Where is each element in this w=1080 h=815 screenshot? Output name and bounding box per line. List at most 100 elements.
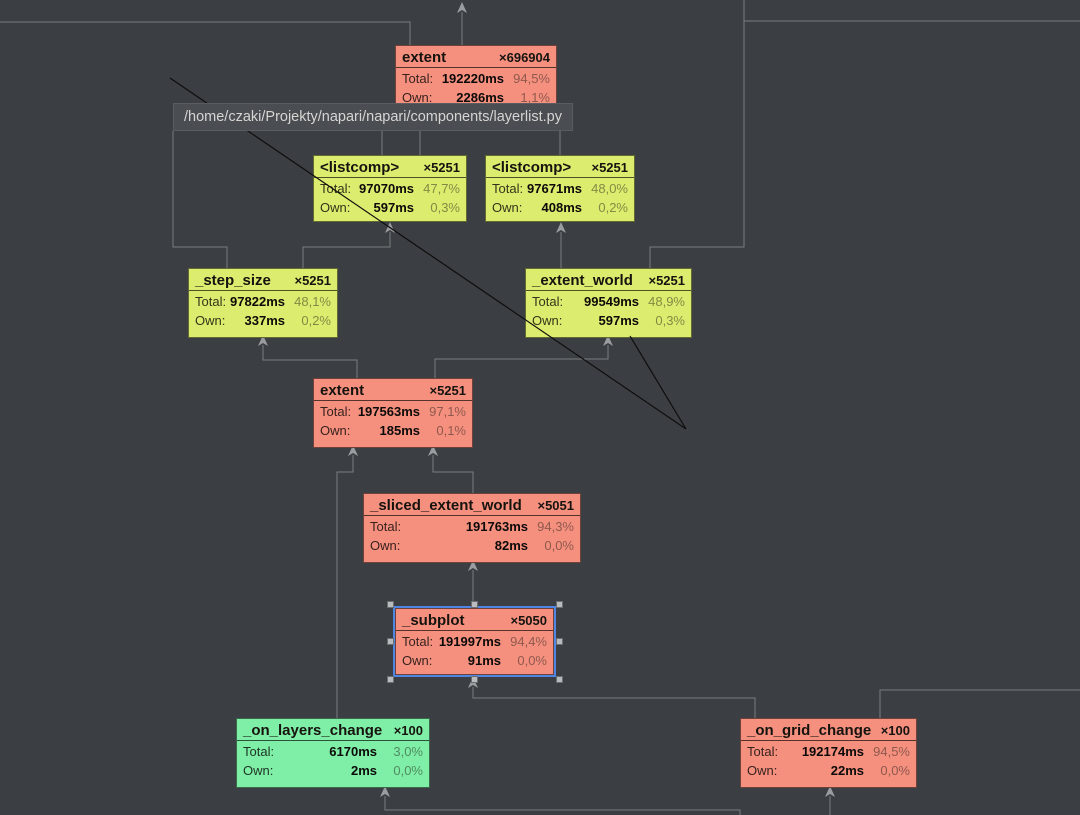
total-percent: 3,0% xyxy=(393,744,423,759)
own-percent: 0,0% xyxy=(880,763,910,778)
call-count: ×696904 xyxy=(499,50,550,65)
node-header: <listcomp>×5251 xyxy=(486,156,634,178)
call-count: ×5050 xyxy=(510,613,547,628)
own-label: Own: xyxy=(320,423,351,438)
total-percent: 94,3% xyxy=(537,519,574,534)
own-label: Own: xyxy=(243,763,274,778)
selection-handle[interactable] xyxy=(386,600,394,608)
total-time: 192220ms xyxy=(441,71,504,86)
total-percent: 97,1% xyxy=(429,404,466,419)
total-time: 97822ms xyxy=(230,294,285,309)
total-label: Total: xyxy=(370,519,402,534)
selection-handle[interactable] xyxy=(386,638,394,645)
function-name: _on_layers_change xyxy=(243,722,383,739)
total-percent: 48,1% xyxy=(294,294,331,309)
own-row: Own: 337ms 0,2% xyxy=(189,310,337,329)
function-name: <listcomp> xyxy=(492,159,572,176)
file-path-tooltip: /home/czaki/Projekty/napari/napari/compo… xyxy=(173,103,573,131)
total-label: Total: xyxy=(532,294,564,309)
node-header: _extent_world×5251 xyxy=(526,269,691,291)
own-time: 597ms xyxy=(373,200,414,215)
selection-handle[interactable] xyxy=(386,675,394,683)
total-label: Total: xyxy=(402,71,434,86)
node-header: extent ×5251 xyxy=(314,379,472,401)
total-percent: 94,5% xyxy=(513,71,550,86)
own-time: 2ms xyxy=(350,763,377,778)
call-count: ×100 xyxy=(880,723,910,738)
total-time: 197563ms xyxy=(357,404,420,419)
function-name: <listcomp> xyxy=(320,159,400,176)
node-header: extent ×696904 xyxy=(396,46,556,68)
total-time: 97671ms xyxy=(527,181,582,196)
own-time: 408ms xyxy=(541,200,582,215)
total-time: 99549ms xyxy=(584,294,639,309)
own-percent: 0,2% xyxy=(301,313,331,328)
own-percent: 0,0% xyxy=(517,653,547,668)
selection-handle[interactable] xyxy=(555,675,563,683)
function-name: _subplot xyxy=(402,612,465,629)
total-label: Total: xyxy=(320,181,352,196)
total-row: Total: 192220ms 94,5% xyxy=(396,68,556,87)
total-label: Total: xyxy=(402,634,434,649)
own-time: 22ms xyxy=(830,763,864,778)
total-time: 191763ms xyxy=(465,519,528,534)
own-percent: 0,0% xyxy=(544,538,574,553)
total-percent: 47,7% xyxy=(423,181,460,196)
own-row: Own: 408ms 0,2% xyxy=(486,197,634,216)
total-percent: 48,0% xyxy=(591,181,628,196)
own-percent: 0,3% xyxy=(655,313,685,328)
own-label: Own: xyxy=(402,653,433,668)
function-name: extent xyxy=(320,382,365,399)
function-name: _extent_world xyxy=(532,272,633,289)
own-label: Own: xyxy=(370,538,401,553)
total-row: Total: 99549ms 48,9% xyxy=(526,291,691,310)
call-count: ×100 xyxy=(393,723,423,738)
total-time: 192174ms xyxy=(801,744,864,759)
own-label: Own: xyxy=(492,200,523,215)
own-time: 337ms xyxy=(244,313,285,328)
selection-handle[interactable] xyxy=(555,600,563,608)
total-percent: 94,4% xyxy=(510,634,547,649)
selection-handle[interactable] xyxy=(555,638,563,645)
call-count: ×5251 xyxy=(294,273,331,288)
own-label: Own: xyxy=(532,313,563,328)
function-name: _sliced_extent_world xyxy=(370,497,522,514)
own-percent: 0,0% xyxy=(393,763,423,778)
node-header: _subplot ×5050 xyxy=(396,609,553,631)
selection-handle[interactable] xyxy=(471,600,478,608)
total-row: Total: 191997ms 94,4% xyxy=(396,631,553,650)
total-time: 97070ms xyxy=(359,181,414,196)
own-row: Own: 2ms 0,0% xyxy=(237,760,429,779)
own-label: Own: xyxy=(320,200,351,215)
own-label: Own: xyxy=(195,313,226,328)
own-percent: 0,2% xyxy=(598,200,628,215)
function-name: _step_size xyxy=(195,272,271,289)
call-count: ×5251 xyxy=(429,383,466,398)
node-header: _step_size ×5251 xyxy=(189,269,337,291)
own-time: 185ms xyxy=(379,423,420,438)
node-header: _on_layers_change ×100 xyxy=(237,719,429,741)
total-percent: 48,9% xyxy=(648,294,685,309)
selection-handle[interactable] xyxy=(471,675,478,683)
node-header: _on_grid_change×100 xyxy=(741,719,916,741)
function-name: extent xyxy=(402,49,447,66)
total-time: 191997ms xyxy=(438,634,501,649)
